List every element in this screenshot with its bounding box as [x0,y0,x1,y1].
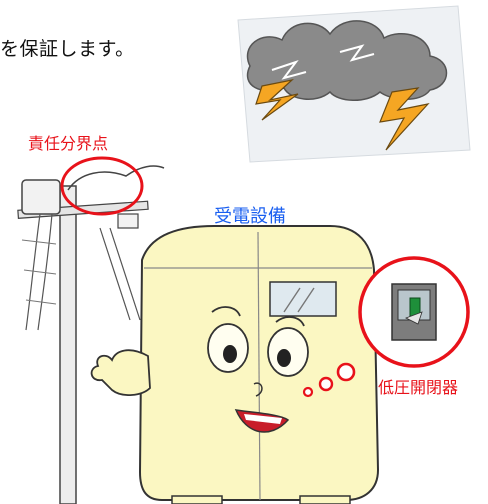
substation-cabinet-character [90,225,380,504]
thought-bubbles [302,362,356,398]
boundary-point-circle [60,156,144,216]
low-voltage-switch-label: 低圧開閉器 [378,378,459,397]
receiving-equipment-label: 受電設備 [214,206,286,227]
utility-pole-icon [17,165,165,504]
headline-text: を保証します。 [0,38,135,60]
boundary-point-label: 責任分界点 [28,134,109,153]
low-voltage-switch-icon [358,256,470,368]
thunderstorm-icon [237,5,471,163]
